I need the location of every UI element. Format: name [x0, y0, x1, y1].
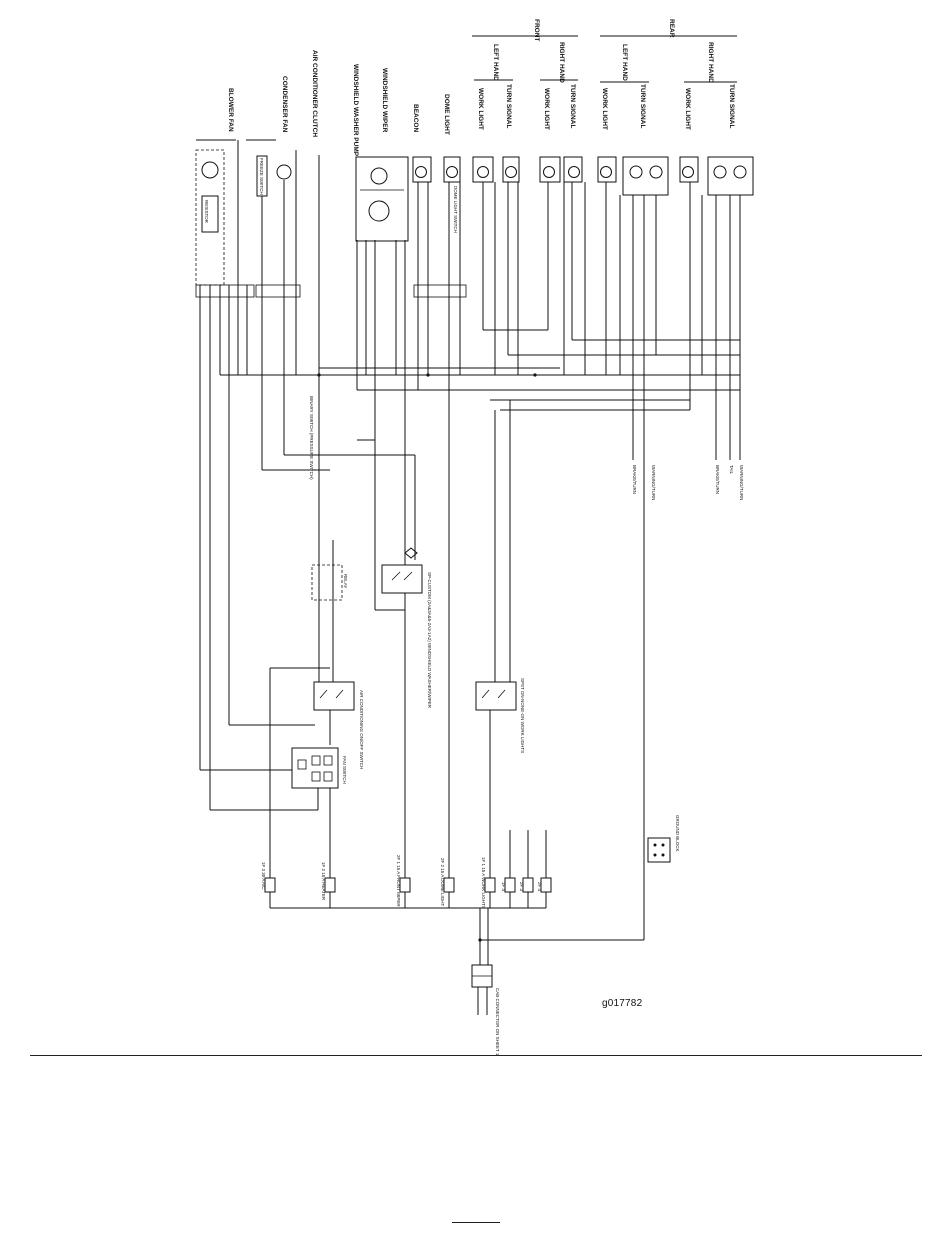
rear-rh-work-light-label: WORK LIGHT: [684, 88, 691, 130]
component-labels: BLOWER FAN CONDENSER FAN AIR CONDITIONER…: [227, 50, 735, 157]
rear-rh-tag-3: WARNING/TURN: [739, 465, 744, 500]
front-rh-work-light-label: WORK LIGHT: [543, 88, 550, 130]
rear-lh-turn-lamp-icon: [629, 165, 643, 179]
front-right-hand-label: RIGHT HAND: [558, 42, 565, 83]
fuse-label-7: 2F 3: [519, 882, 524, 892]
rear-rh-work-lamp-icon: [682, 166, 694, 178]
wiper-motor-icon: [368, 200, 390, 222]
ac-switch-label: AIR CONDITIONING ON/OFF SWITCH: [359, 690, 364, 769]
figure-id: g017782: [602, 998, 643, 1009]
front-rh-turn-signal-label: TURN SIGNAL: [569, 84, 576, 128]
relay-label: RELAY: [343, 574, 348, 588]
front-header: FRONT: [533, 19, 540, 41]
rear-lh-work-lamp-icon: [600, 166, 612, 178]
connector-row: [195, 284, 467, 298]
ground-block-label: GROUND BLOCK: [675, 815, 680, 852]
resistor-icon: [201, 195, 219, 233]
horizontal-buses: [220, 329, 740, 560]
front-lh-turn-lamp-icon: [505, 166, 517, 178]
fuse-label-8: 2F 4: [537, 882, 542, 892]
rear-rh-tag-2: TAIL: [729, 465, 734, 475]
ground-block: GROUND BLOCK: [480, 815, 680, 941]
rear-rh-turn-signal-label: TURN SIGNAL: [728, 84, 735, 128]
blower-fan-assembly: RESISTOR FREEZE SWITCH: [195, 139, 292, 286]
work-lights-switch: SPST ON-NONE-ON WORK LIGHTS: [475, 400, 525, 835]
condenser-fan-icon: [276, 164, 292, 180]
front-rh-turn-lamp-icon: [568, 166, 580, 178]
fuse-label-5: 1F 1 15 A WORK LIGHTS: [481, 857, 486, 909]
rear-lh-tag-2: WARNING/TURN: [651, 465, 656, 500]
binary-switch-label: BINARY SWITCH (PRESSURE SWITCH): [309, 396, 314, 480]
page-number-rule: [452, 1222, 500, 1223]
freeze-switch-label: FREEZE SWITCH: [259, 158, 264, 195]
rear-right-hand-label: RIGHT HAND: [707, 42, 714, 83]
front-lh-turn-signal-label: TURN SIGNAL: [505, 84, 512, 128]
dome-lamp-icon: [446, 166, 458, 178]
fuse-label-1: 1F 3 30 A A/C: [261, 862, 266, 890]
rear-header: REAR: [668, 19, 675, 38]
blower-motor-icon: [201, 161, 219, 179]
fan-switch-label: FAN SWITCH: [342, 756, 347, 784]
fuse-label-6: 1F 4: [501, 882, 506, 892]
rear-lh-tag-1: BRAKE/TURN: [632, 465, 637, 494]
fuse-block: 1F 3 30 A A/C 1F 2 15 A HEATER 2F 1 15 A…: [261, 830, 552, 965]
ac-switch: AIR CONDITIONING ON/OFF SWITCH: [229, 667, 364, 835]
wiper-assembly: [355, 156, 409, 242]
footer-rule: [30, 1055, 922, 1056]
condenser-fan-label: CONDENSER FAN: [281, 76, 288, 133]
cab-connector: CAB CONNECTOR ON SHEET 1: [471, 964, 500, 1056]
cab-connector-label: CAB CONNECTOR ON SHEET 1: [495, 988, 500, 1056]
beacon-lamp-icon: [415, 166, 427, 178]
rear-lh-tail-lamp-icon: [649, 165, 663, 179]
lamps: DOME LIGHT SWITCH: [412, 156, 754, 233]
fuse-label-3: 2F 1 15 A FRONT WIPER: [396, 855, 401, 907]
rear-lh-work-light-label: WORK LIGHT: [601, 88, 608, 130]
wiper-label: WINDSHIELD WIPER: [381, 68, 388, 133]
blower-fan-label: BLOWER FAN: [227, 88, 234, 132]
rear-rh-tag-1: BRAKE/TURN: [715, 465, 720, 494]
front-left-hand-label: LEFT HAND: [492, 44, 499, 81]
fuse-label-2: 1F 2 15 A HEATER: [321, 862, 326, 901]
front-lh-work-light-label: WORK LIGHT: [477, 88, 484, 130]
junctions: [317, 373, 537, 942]
front-lh-work-lamp-icon: [477, 166, 489, 178]
front-rh-work-lamp-icon: [543, 166, 555, 178]
fuse-label-4: 2F 2 15 A DOME LIGHT: [440, 858, 445, 907]
washer-motor-icon: [370, 167, 388, 185]
rear-rh-tail-lamp-icon: [733, 165, 747, 179]
rear-lh-turn-signal-label: TURN SIGNAL: [639, 84, 646, 128]
wiper-switch-label: SP-CUSTOM (2A&3A&5-2A3-1A2) WINDSHIELD W…: [427, 572, 432, 709]
fan-switch: FAN SWITCH: [200, 747, 347, 880]
ac-relay: RELAY: [311, 540, 348, 690]
beacon-label: BEACON: [412, 104, 419, 132]
resistor-label: RESISTOR: [204, 200, 209, 224]
dome-light-label: DOME LIGHT: [443, 94, 450, 135]
rear-left-hand-label: LEFT HAND: [621, 44, 628, 81]
work-lights-switch-label: SPST ON-NONE-ON WORK LIGHTS: [520, 678, 525, 753]
vertical-wires: [199, 140, 741, 940]
group-headers: FRONT REAR LEFT HAND RIGHT HAND LEFT HAN…: [472, 19, 737, 83]
ac-clutch-label: AIR CONDITIONER CLUTCH: [311, 50, 318, 137]
wiper-switch: SP-CUSTOM (2A&3A&5-2A3-1A2) WINDSHIELD W…: [375, 547, 432, 835]
rear-rh-turn-lamp-icon: [713, 165, 727, 179]
dome-switch-label: DOME LIGHT SWITCH: [453, 186, 458, 233]
washer-pump-label: WINDSHIELD WASHER PUMP: [352, 64, 359, 157]
